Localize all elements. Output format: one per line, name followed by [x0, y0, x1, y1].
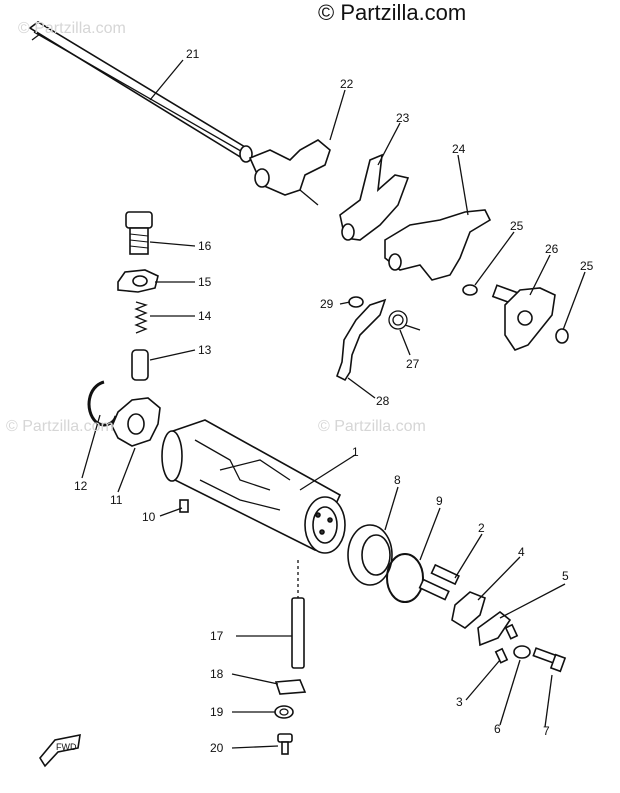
bolt-7 [532, 647, 567, 673]
callout-28: 28 [376, 394, 390, 408]
callout-15: 15 [198, 275, 212, 289]
stopper-plunger [131, 349, 149, 381]
callout-21: 21 [186, 47, 200, 61]
callout-26: 26 [545, 242, 559, 256]
fwd-arrow-icon: FWD [39, 733, 81, 768]
callout-5: 5 [562, 569, 569, 583]
callout-4: 4 [518, 545, 525, 559]
washer-29 [348, 296, 364, 308]
partzilla-watermark-faint: © Partzilla.com [18, 20, 126, 37]
shift-cam-drum [161, 419, 346, 554]
washer-25b [555, 328, 569, 344]
callout-3: 3 [456, 695, 463, 709]
shift-fork-shaft [28, 21, 253, 163]
callout-25b: 25 [580, 259, 594, 273]
callout-17: 17 [210, 629, 224, 643]
callout-19: 19 [210, 705, 224, 719]
callout-7: 7 [543, 724, 550, 738]
bearing-8 [347, 524, 393, 586]
leader-lines [81, 59, 586, 749]
partzilla-watermark-faint: © Partzilla.com [318, 418, 426, 435]
callout-24: 24 [452, 142, 466, 156]
shift-lever-arm [336, 298, 387, 382]
spring-clip-27 [388, 310, 421, 331]
callout-6: 6 [494, 722, 501, 736]
segment-assembly [491, 284, 556, 351]
circlip-9 [386, 553, 424, 603]
callout-16: 16 [198, 239, 212, 253]
callout-23: 23 [396, 111, 410, 125]
callout-13: 13 [198, 343, 212, 357]
nut-19 [274, 705, 294, 719]
circlip-12 [87, 380, 118, 427]
callout-8: 8 [394, 473, 401, 487]
pin-2 [418, 563, 460, 601]
dowel-pin-10 [179, 499, 189, 513]
washer-25a [462, 284, 478, 296]
callout-9: 9 [436, 494, 443, 508]
shift-fork-3 [384, 209, 492, 281]
callout-25a: 25 [510, 219, 524, 233]
stopper-bolt [125, 211, 153, 255]
partzilla-watermark-faint: © Partzilla.com [6, 418, 114, 435]
screw-20 [277, 733, 293, 755]
callout-20: 20 [210, 741, 224, 755]
callout-14: 14 [198, 309, 212, 323]
callout-1: 1 [352, 445, 359, 459]
fwd-label: FWD [56, 742, 77, 752]
callout-29: 29 [320, 297, 334, 311]
callout-22: 22 [340, 77, 354, 91]
callout-12: 12 [74, 479, 88, 493]
callout-2: 2 [478, 521, 485, 535]
shift-fork-2 [339, 153, 410, 241]
plate-18 [274, 679, 307, 695]
callout-10: 10 [142, 510, 156, 524]
dowel-pin [494, 647, 509, 664]
stopper-plate-11 [111, 397, 161, 447]
callout-labels: 21 22 23 24 25 26 25 16 15 14 13 29 27 2… [74, 47, 594, 755]
dowel-pin [504, 623, 519, 640]
shift-fork-1 [248, 139, 331, 206]
lock-plate-5 [477, 610, 512, 647]
lock-washer-plate [117, 269, 159, 293]
washer-6 [513, 645, 531, 659]
partzilla-watermark-top: © Partzilla.com [318, 0, 467, 25]
callout-27: 27 [406, 357, 420, 371]
callout-11: 11 [110, 493, 123, 507]
callout-18: 18 [210, 667, 224, 681]
segment-plate-4 [451, 591, 486, 629]
long-pin-17 [291, 597, 305, 669]
stopper-spring [134, 301, 148, 334]
